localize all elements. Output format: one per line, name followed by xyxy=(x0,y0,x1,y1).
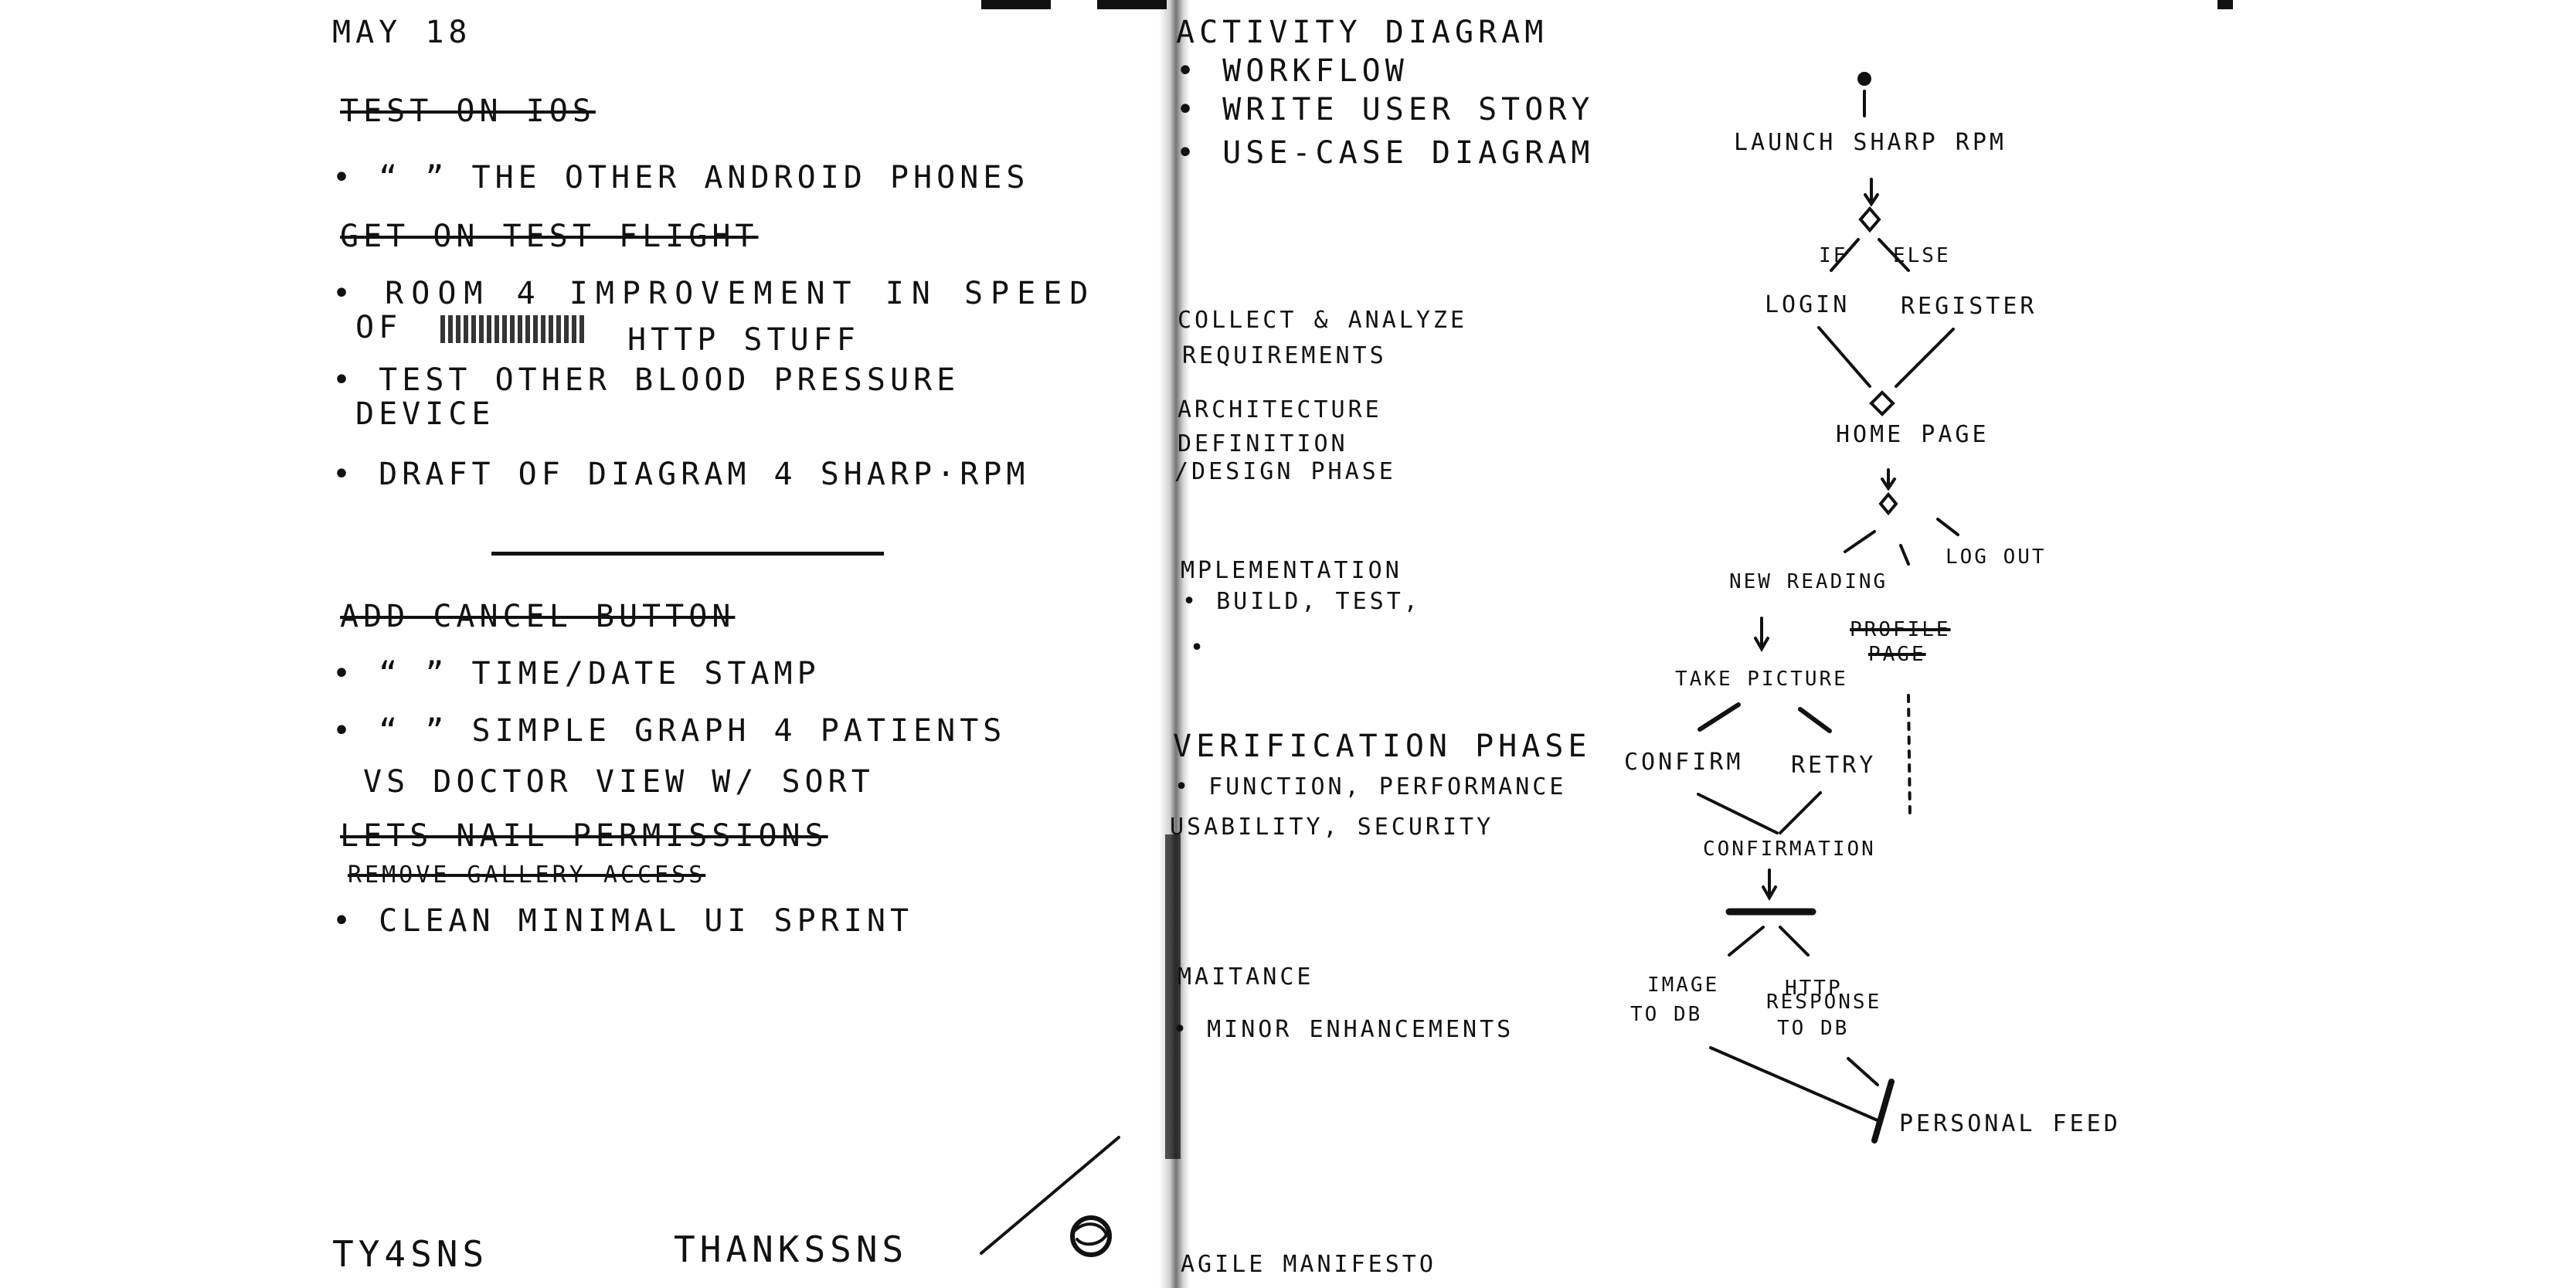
note-line: COLLECT & ANALYZE xyxy=(1178,307,1468,334)
diagram-node-profile-struck: PAGE xyxy=(1868,643,1926,666)
note-line: ARCHITECTURE xyxy=(1178,396,1382,423)
top-edge-mark xyxy=(981,0,1051,9)
diagram-node-take-picture: TAKE PICTURE xyxy=(1675,668,1848,691)
diagram-node-profile-struck: PROFILE xyxy=(1850,618,1951,641)
note-line-struck: REMOVE GALLERY ACCESS xyxy=(348,861,706,889)
scribble-mark xyxy=(1070,1215,1112,1257)
note-line: • FUNCTION, PERFORMANCE xyxy=(1174,773,1567,800)
diagram-node-response: RESPONSE xyxy=(1766,991,1882,1014)
footer-note-right: THANKSSNS xyxy=(674,1229,909,1270)
note-line-struck: ADD CANCEL BUTTON xyxy=(340,599,736,634)
top-edge-mark xyxy=(1097,0,1167,9)
diagram-node-retry: RETRY xyxy=(1791,752,1877,779)
note-line: • BUILD, TEST, xyxy=(1182,588,1421,615)
date-heading: MAY 18 xyxy=(332,15,472,50)
top-edge-mark xyxy=(2217,0,2233,9)
note-line: • WRITE USER STORY xyxy=(1176,92,1595,127)
diagram-node-image: IMAGE xyxy=(1647,974,1720,997)
note-line: VS DOCTOR VIEW W/ SORT xyxy=(363,764,875,800)
note-line-struck: GET ON TEST FLIGHT xyxy=(340,219,759,254)
note-line: • DRAFT OF DIAGRAM 4 SHARP·RPM xyxy=(332,457,1030,492)
diagram-node-log-out: LOG OUT xyxy=(1946,545,2047,569)
diagram-decision-node xyxy=(1869,390,1895,416)
note-line: • WORKFLOW xyxy=(1176,53,1409,89)
note-line: • xyxy=(1190,634,1208,661)
footer-note-left: TY4SNS xyxy=(332,1233,489,1275)
note-line: • “ ” TIME/DATE STAMP xyxy=(332,656,821,692)
diagram-node-login: LOGIN xyxy=(1765,291,1850,318)
note-line: VERIFICATION PHASE xyxy=(1173,729,1592,764)
note-line-struck: TEST ON IOS xyxy=(340,93,596,129)
diagram-decision-node xyxy=(1878,491,1898,516)
note-line-struck: LETS NAIL PERMISSIONS xyxy=(340,818,828,854)
diagram-node-launch: LAUNCH SHARP RPM xyxy=(1734,129,2007,156)
diagram-node-confirm: CONFIRM xyxy=(1624,749,1744,776)
note-line: DEVICE xyxy=(355,396,495,432)
divider-line xyxy=(491,552,884,556)
note-line: • “ ” SIMPLE GRAPH 4 PATIENTS xyxy=(332,713,1007,749)
note-line: /DESIGN PHASE xyxy=(1174,458,1396,485)
diagram-node-new-reading: NEW READING xyxy=(1729,570,1888,593)
note-line: MPLEMENTATION xyxy=(1181,557,1402,584)
note-line: USABILITY, SECURITY xyxy=(1170,814,1494,841)
note-line: OF xyxy=(355,310,403,345)
diagram-start-node xyxy=(1857,72,1871,86)
diagram-node-http: HTTP xyxy=(1785,977,1843,1000)
diagram-node-register: REGISTER xyxy=(1901,293,2037,320)
note-line: • TEST OTHER BLOOD PRESSURE xyxy=(332,362,960,398)
note-line: ACTIVITY DIAGRAM xyxy=(1176,15,1548,50)
scribbled-word xyxy=(440,315,587,343)
diagram-decision-node xyxy=(1858,206,1881,233)
diagram-node-to-db: TO DB xyxy=(1777,1017,1850,1040)
diagram-node-home-page: HOME PAGE xyxy=(1836,421,1990,448)
note-line: • ROOM 4 IMPROVEMENT IN SPEED xyxy=(332,276,1096,311)
diagram-branch-if: IF xyxy=(1819,244,1848,267)
note-line: MAITANCE xyxy=(1178,963,1314,991)
note-line: • CLEAN MINIMAL UI SPRINT xyxy=(332,903,914,939)
note-line: AGILE MANIFESTO xyxy=(1181,1251,1436,1278)
note-line: • “ ” THE OTHER ANDROID PHONES xyxy=(332,160,1030,195)
note-line: • MINOR ENHANCEMENTS xyxy=(1173,1016,1514,1043)
note-line: DEFINITION xyxy=(1178,430,1348,457)
diagram-join-bar xyxy=(1871,1079,1895,1144)
note-line: HTTP STUFF xyxy=(627,322,860,358)
note-line: REQUIREMENTS xyxy=(1182,342,1387,369)
diagram-node-to-db: TO DB xyxy=(1630,1003,1703,1026)
notebook-spine-shadow xyxy=(1165,834,1181,1159)
diagram-node-confirmation: CONFIRMATION xyxy=(1703,838,1876,861)
diagram-node-personal-feed: PERSONAL FEED xyxy=(1899,1110,2121,1137)
note-line: • USE-CASE DIAGRAM xyxy=(1176,135,1595,171)
